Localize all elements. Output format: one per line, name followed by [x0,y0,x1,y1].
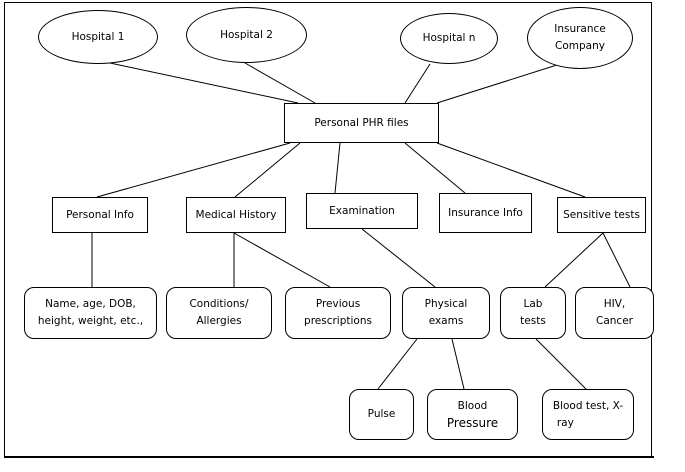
sensitive-tests-node: Sensitive tests [557,197,646,233]
edge-sensitive-hiv [602,232,631,288]
blood-pressure-line2: Pressure [446,415,499,430]
edge-hospital1-phr [109,62,299,104]
hiv-cancer-line2: Cancer [596,315,633,327]
insurance-company-node: Insurance Company [527,7,633,69]
edge-medical-previous [233,232,331,288]
lab-tests-line1: Lab [523,298,543,310]
name-age-dob-line1: Name, age, DOB, [45,298,136,310]
name-age-dob-line2: height, weight, etc., [37,315,144,327]
edge-hospital2-phr [244,62,316,104]
examination-node: Examination [306,193,418,229]
previous-prescriptions-node: Previous prescriptions [285,287,391,339]
conditions-allergies-line2: Allergies [196,315,242,327]
hospital-n-node: Hospital n [400,13,498,64]
blood-pressure-node: Blood Pressure [427,389,518,440]
conditions-allergies-line1: Conditions/ [189,298,249,310]
hospital-n-label: Hospital n [422,32,476,44]
edge-sensitive-lab [544,232,604,288]
edge-physical-bp [451,338,465,390]
personal-info-label: Personal Info [66,208,134,221]
hiv-cancer-node: HIV, Cancer [575,287,654,339]
lab-tests-line2: tests [520,315,546,327]
conditions-allergies-node: Conditions/ Allergies [166,287,272,339]
edge-phr-medical [234,142,301,198]
edge-hospitaln-phr [404,63,431,104]
lab-tests-node: Lab tests [500,287,566,339]
blood-pressure-line1: Blood [457,399,488,412]
edge-phr-insurance [404,142,466,194]
diagram-frame-bottom [4,456,654,458]
sensitive-tests-label: Sensitive tests [563,208,640,221]
edge-phr-personal [96,142,291,198]
insurance-info-node: Insurance Info [439,193,532,233]
edge-phr-sensitive [436,142,586,198]
physical-exams-line1: Physical [424,298,468,310]
blood-test-xray-line2: ray [556,416,574,429]
phr-files-node: Personal PHR files [284,103,439,143]
blood-test-xray-line1: Blood test, X- [552,399,624,412]
pulse-node: Pulse [349,389,414,440]
name-age-dob-node: Name, age, DOB, height, weight, etc., [24,287,157,339]
medical-history-node: Medical History [186,197,286,233]
hospital-1-label: Hospital 1 [71,30,125,43]
hospital-2-label: Hospital 2 [220,28,273,41]
examination-label: Examination [329,204,395,217]
phr-files-label: Personal PHR files [314,116,409,129]
medical-history-label: Medical History [195,208,277,221]
hospital-2-node: Hospital 2 [186,7,307,63]
edge-insurance-phr [436,63,561,104]
edge-lab-bloodtest [535,338,587,390]
pulse-label: Pulse [367,408,396,420]
insurance-company-label-line2: Company [555,40,605,52]
previous-prescriptions-line1: Previous [315,298,361,310]
edge-physical-pulse [377,338,418,390]
personal-info-node: Personal Info [52,197,148,233]
insurance-company-label-line1: Insurance [554,23,606,35]
blood-test-xray-node: Blood test, X- ray [542,389,634,440]
physical-exams-node: Physical exams [402,287,490,339]
hospital-1-node: Hospital 1 [38,10,158,64]
previous-prescriptions-line2: prescriptions [304,315,372,327]
edge-exam-physical [361,228,436,288]
hiv-cancer-line1: HIV, [603,298,626,310]
edge-phr-exam [334,142,341,194]
insurance-info-label: Insurance Info [448,206,523,219]
physical-exams-line2: exams [428,315,464,327]
